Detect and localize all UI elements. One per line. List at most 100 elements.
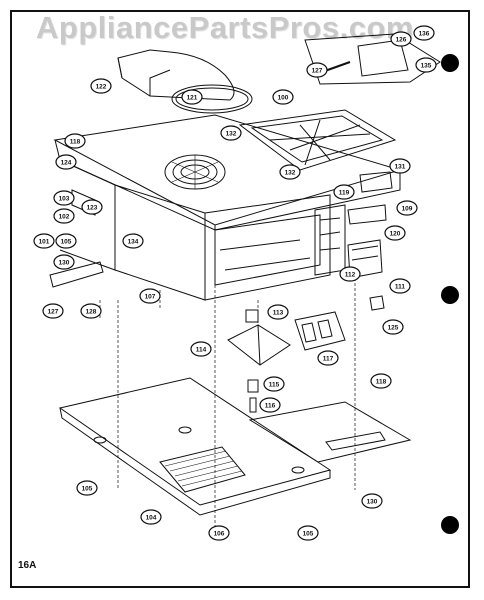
callout-bubble xyxy=(33,233,55,249)
callout-103: 103 xyxy=(53,190,75,206)
callout-132: 132 xyxy=(279,164,301,180)
callout-label: 134 xyxy=(128,238,139,245)
callout-label: 100 xyxy=(278,94,289,101)
callout-label: 116 xyxy=(265,402,276,409)
callout-label: 120 xyxy=(390,230,401,237)
callout-bubble xyxy=(81,199,103,215)
callout-bubble xyxy=(55,233,77,249)
callout-106: 106 xyxy=(208,525,230,541)
callout-102: 102 xyxy=(53,208,75,224)
callout-bubble xyxy=(53,254,75,270)
callout-bubble xyxy=(181,89,203,105)
switch-120 xyxy=(347,204,387,225)
callout-125: 125 xyxy=(382,319,404,335)
callout-label: 103 xyxy=(59,195,70,202)
callout-label: 104 xyxy=(146,514,157,521)
turntable-tray-100 xyxy=(238,109,397,171)
callout-label: 105 xyxy=(82,485,93,492)
callout-116: 116 xyxy=(259,397,281,413)
callout-107: 107 xyxy=(139,288,161,304)
callout-label: 114 xyxy=(196,346,207,353)
callout-bubble xyxy=(384,225,406,241)
callout-bubble xyxy=(208,525,230,541)
callout-bubble xyxy=(390,31,412,47)
callout-109: 109 xyxy=(396,200,418,216)
motor-shaft-115 xyxy=(247,379,259,393)
callout-bubble xyxy=(382,319,404,335)
callout-bubble xyxy=(370,373,392,389)
callout-label: 127 xyxy=(312,67,323,74)
callout-bubble xyxy=(90,78,112,94)
page-number: 16A xyxy=(18,560,37,571)
callout-bubble xyxy=(139,288,161,304)
callout-label: 117 xyxy=(323,355,334,362)
callout-label: 101 xyxy=(39,238,50,245)
callout-bubble xyxy=(272,89,294,105)
callout-bubble xyxy=(64,133,86,149)
callout-label: 109 xyxy=(402,205,413,212)
callout-bubble xyxy=(339,266,361,282)
callout-114: 114 xyxy=(190,341,212,357)
callout-label: 105 xyxy=(303,530,314,537)
callout-label: 105 xyxy=(61,238,72,245)
callout-111: 111 xyxy=(389,278,411,294)
callout-bubble xyxy=(413,25,435,41)
callout-label: 111 xyxy=(395,283,406,290)
callout-132: 132 xyxy=(220,125,242,141)
callout-bubble xyxy=(259,397,281,413)
callout-121: 121 xyxy=(181,89,203,105)
callout-bubble xyxy=(297,525,319,541)
fan-ring-121 xyxy=(171,84,253,114)
cover-118 xyxy=(248,401,412,463)
callout-label: 112 xyxy=(345,271,356,278)
callout-131: 131 xyxy=(389,158,411,174)
callout-115: 115 xyxy=(263,376,285,392)
callout-bubble xyxy=(389,278,411,294)
callout-118: 118 xyxy=(370,373,392,389)
callout-label: 118 xyxy=(376,378,387,385)
callout-120: 120 xyxy=(384,225,406,241)
callout-label: 128 xyxy=(86,308,97,315)
callout-bubble xyxy=(361,493,383,509)
callout-bubble xyxy=(389,158,411,174)
callout-label: 119 xyxy=(339,189,350,196)
callout-bubble xyxy=(279,164,301,180)
callout-126: 126 xyxy=(390,31,412,47)
callout-bubble xyxy=(415,57,437,73)
watermark-logo: AppliancePartsPros.com xyxy=(36,10,414,45)
bracket-128 xyxy=(49,261,104,288)
callout-bubble xyxy=(53,208,75,224)
callout-113: 113 xyxy=(267,304,289,320)
duct-bracket-122 xyxy=(117,49,235,101)
callout-label: 135 xyxy=(421,62,432,69)
callout-label: 130 xyxy=(367,498,378,505)
callout-112: 112 xyxy=(339,266,361,282)
callout-118: 118 xyxy=(64,133,86,149)
callout-bubble xyxy=(306,62,328,78)
callout-127: 127 xyxy=(42,303,64,319)
side-wall xyxy=(59,159,116,271)
callout-label: 127 xyxy=(48,308,59,315)
fan-blade-114 xyxy=(227,324,291,366)
callout-bubble xyxy=(53,190,75,206)
callout-bubble xyxy=(396,200,418,216)
callout-122: 122 xyxy=(90,78,112,94)
callout-label: 125 xyxy=(388,324,399,331)
callout-bubble xyxy=(140,509,162,525)
blower-117 xyxy=(294,311,346,351)
callout-label: 121 xyxy=(187,94,198,101)
callout-135: 135 xyxy=(415,57,437,73)
callout-label: 132 xyxy=(226,130,237,137)
callout-130: 130 xyxy=(361,493,383,509)
callout-label: 115 xyxy=(269,381,280,388)
callout-105: 105 xyxy=(55,233,77,249)
callout-label: 122 xyxy=(96,83,107,90)
callout-101: 101 xyxy=(33,233,55,249)
callout-label: 118 xyxy=(70,138,81,145)
callout-label: 132 xyxy=(285,169,296,176)
switch-109 xyxy=(359,171,393,193)
base-vent xyxy=(159,446,246,493)
